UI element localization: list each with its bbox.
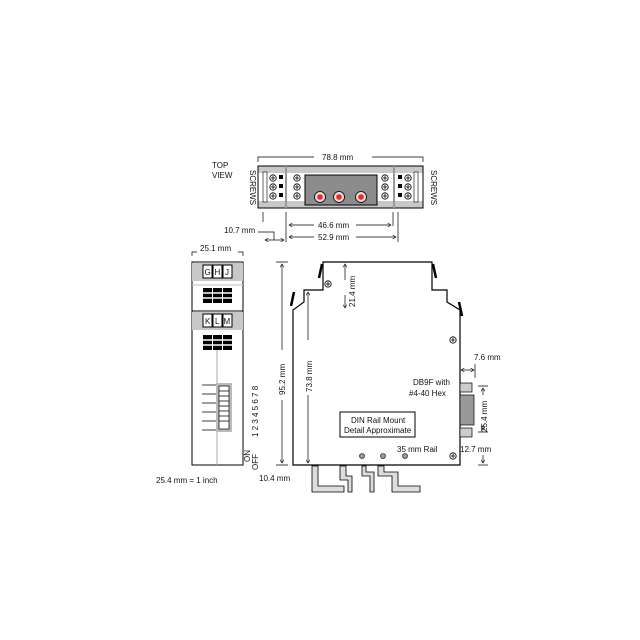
screws-label-right: SCREWS xyxy=(429,170,438,205)
jumper-labels-klm: K L M xyxy=(202,313,233,328)
top-view: TOP VIEW 78.8 mm SCREWS SCREWS 4 xyxy=(212,153,438,242)
jumper-labels-ghj: G H J xyxy=(202,264,233,279)
front-view: 21.4 mm 73.8 mm DIN Rail Mount Detail Ap… xyxy=(289,261,501,493)
din-rail-note-line1: DIN Rail Mount xyxy=(351,416,406,425)
connector-height-dimension: 25.4 mm xyxy=(480,401,489,432)
width-dimension-line xyxy=(257,156,424,162)
scale-note: 25.4 mm = 1 inch xyxy=(156,476,218,485)
on-label: ON xyxy=(243,450,252,462)
led-indicators xyxy=(314,191,367,203)
jumper-blocks-1 xyxy=(203,288,232,303)
bottom-dimension: 10.4 mm xyxy=(259,474,290,483)
din-rail-note-line2: Detail Approximate xyxy=(344,426,412,435)
top-section-dimension: 21.4 mm xyxy=(348,276,357,307)
screws-label-left: SCREWS xyxy=(248,170,257,205)
side-width-dimension: 25.1 mm xyxy=(200,244,231,253)
top-view-label-2: VIEW xyxy=(212,171,233,180)
offset-dimension: 10.7 mm xyxy=(224,226,255,235)
inner-dimension: 46.6 mm xyxy=(318,221,349,230)
width-dimension: 78.8 mm xyxy=(322,153,353,162)
height-dimension: 95.2 mm xyxy=(278,364,287,395)
body-dimension: 73.8 mm xyxy=(305,361,314,392)
svg-text:G: G xyxy=(205,268,211,277)
connector-label-line1: DB9F with xyxy=(413,378,450,387)
dip-switch-numbers: 1 2 3 4 5 6 7 8 xyxy=(251,385,260,437)
side-view: 25.1 mm G H J K L M 1 2 3 4 5 6 7 8 ON xyxy=(156,244,290,485)
svg-text:K: K xyxy=(205,317,211,326)
screw-icons xyxy=(269,174,412,200)
svg-text:L: L xyxy=(215,317,220,326)
off-label: OFF xyxy=(251,454,260,470)
db9-connector xyxy=(459,382,475,438)
top-view-label: TOP xyxy=(212,161,228,170)
jumper-blocks-2 xyxy=(203,335,232,350)
connector-offset-dimension: 12.7 mm xyxy=(460,445,491,454)
svg-text:J: J xyxy=(225,268,229,277)
connector-label-line2: #4-40 Hex xyxy=(409,389,446,398)
connector-depth-dimension: 7.6 mm xyxy=(474,353,501,362)
svg-text:H: H xyxy=(215,268,221,277)
din-rail-note xyxy=(339,411,416,438)
svg-text:M: M xyxy=(224,317,231,326)
rail-pins xyxy=(359,453,408,459)
outer-dimension: 52.9 mm xyxy=(318,233,349,242)
din-rail-clip xyxy=(311,465,421,493)
rail-label: 35 mm Rail xyxy=(397,445,438,454)
